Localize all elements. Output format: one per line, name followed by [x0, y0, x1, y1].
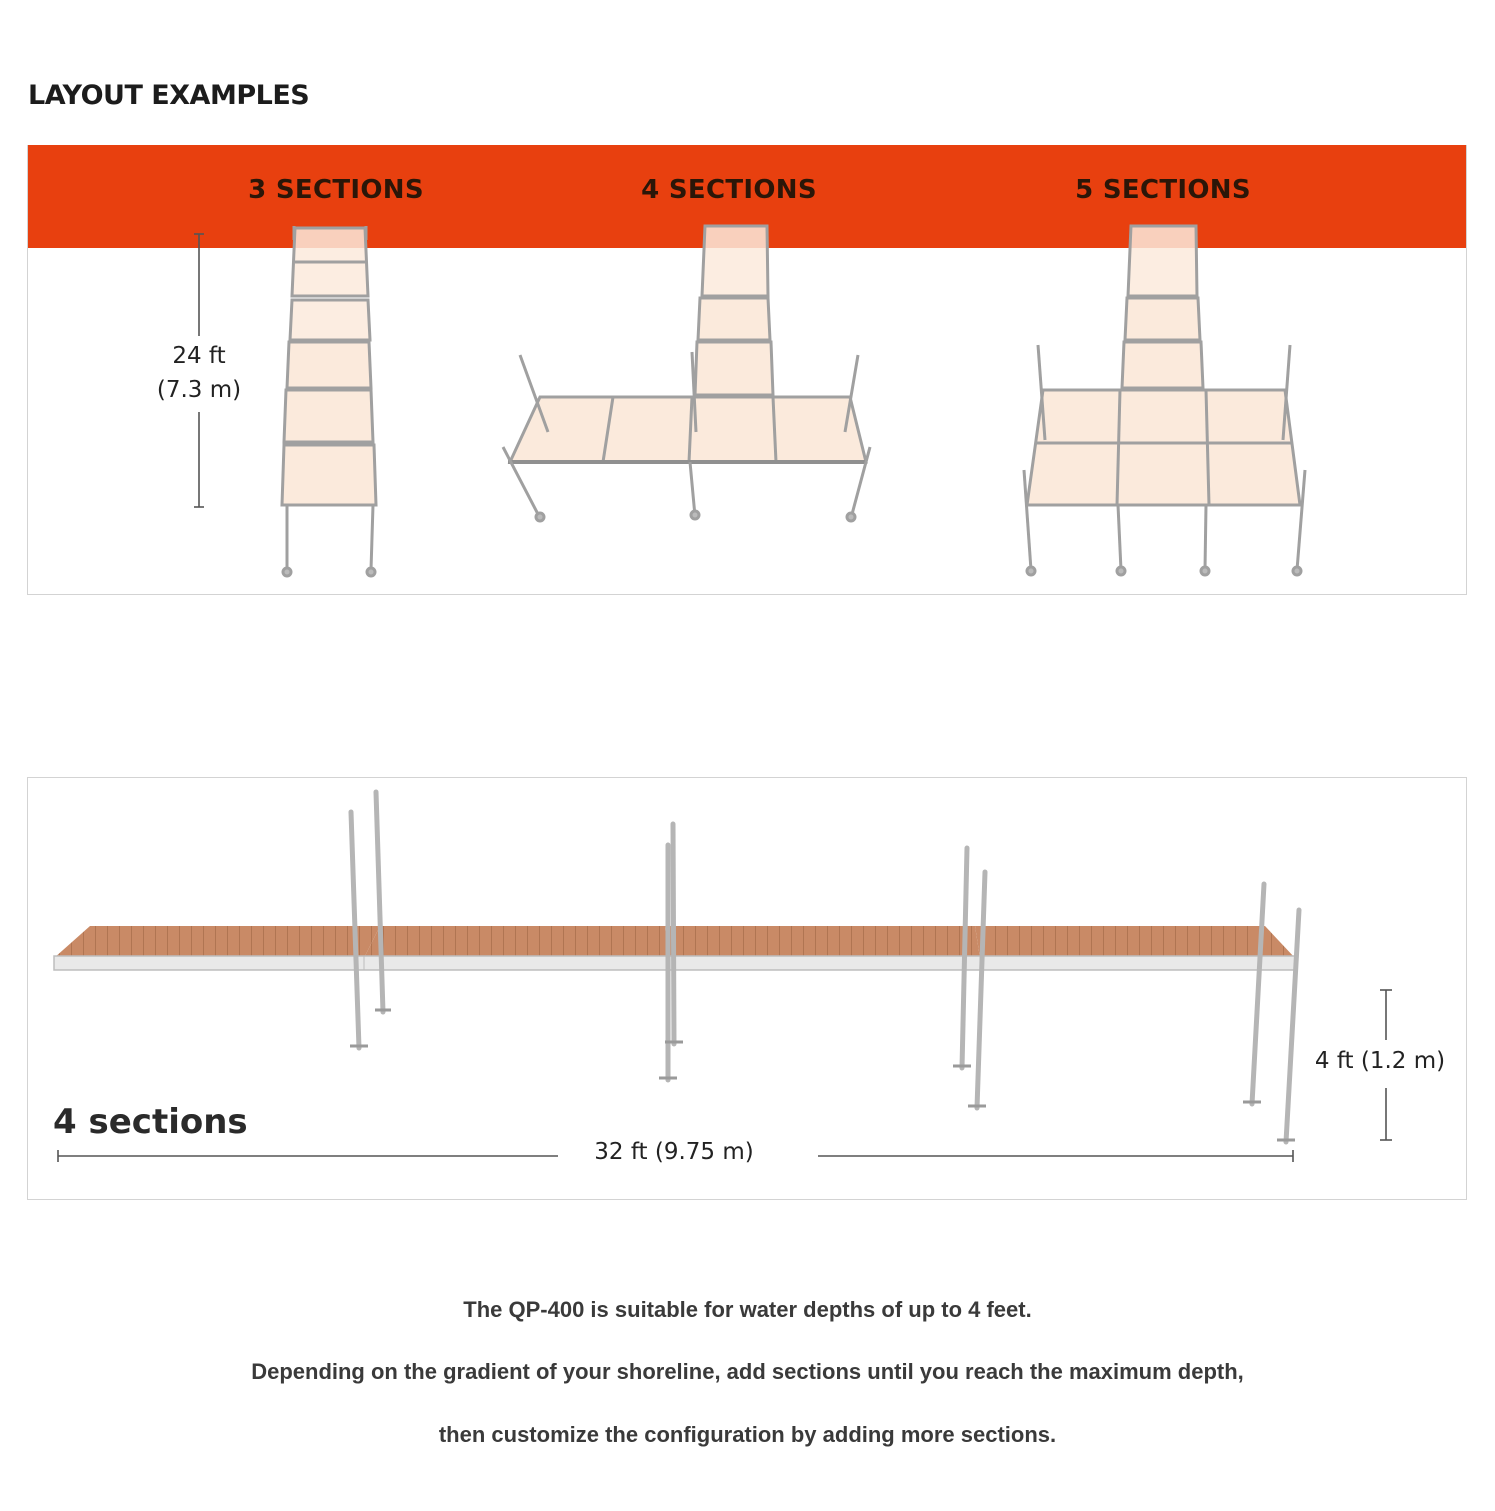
caption-depth: The QP-400 is suitable for water depths … — [463, 1297, 1032, 1322]
dimension-32ft-label: 32 ft (9.75 m) — [594, 1139, 754, 1165]
dock-3-sections — [280, 226, 378, 578]
dimension-4ft-label: 4 ft (1.2 m) — [1314, 1048, 1446, 1074]
dimension-24ft-metric-label: (7.3 m) — [156, 377, 242, 403]
dimension-24ft-label: 24 ft — [172, 343, 226, 369]
dimension-4ft-line — [1380, 989, 1392, 1141]
dock-5-sections — [1022, 224, 1307, 577]
page-title: LAYOUT EXAMPLES — [28, 80, 310, 111]
caption-gradient: Depending on the gradient of your shorel… — [251, 1359, 1244, 1384]
side-view-label: 4 sections — [53, 1102, 248, 1142]
dimension-24ft-line — [194, 233, 204, 508]
dock-4-sections — [501, 224, 872, 523]
label-4-sections: 4 SECTIONS — [641, 175, 817, 205]
caption-customize: then customize the configuration by addi… — [438, 1422, 1057, 1447]
label-5-sections: 5 SECTIONS — [1075, 175, 1251, 205]
side-view-panel — [27, 777, 1467, 1200]
side-view-dock — [53, 789, 1302, 1145]
label-3-sections: 3 SECTIONS — [248, 175, 424, 205]
dimension-32ft-line — [57, 1150, 1294, 1162]
